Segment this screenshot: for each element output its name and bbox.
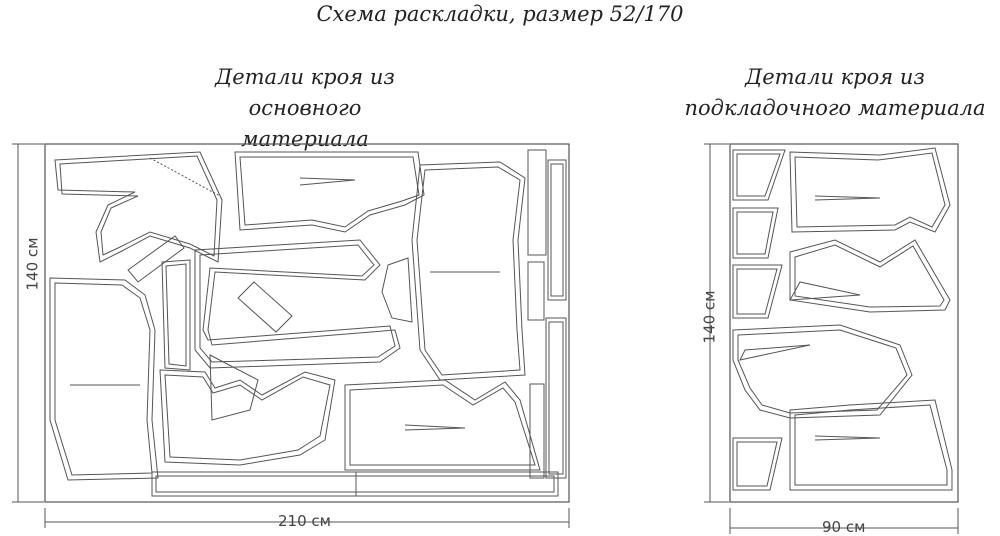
lining-front-1 bbox=[789, 239, 951, 313]
lining-fabric-label-text: Детали кроя из подкладочного материала bbox=[684, 65, 986, 120]
piece-front-left bbox=[49, 277, 159, 481]
piece-front-right bbox=[411, 161, 526, 381]
lining-width-label: 90 см bbox=[822, 518, 866, 536]
main-pattern-pieces bbox=[49, 149, 567, 497]
piece-bottom-center bbox=[344, 379, 541, 471]
piece-center-round bbox=[381, 257, 413, 323]
piece-strip-right-4 bbox=[545, 317, 567, 479]
lining-piece-1 bbox=[732, 149, 786, 201]
piece-strip-right-1 bbox=[527, 149, 547, 256]
main-fabric-label: Детали кроя из основного материала bbox=[140, 62, 470, 155]
piece-facing bbox=[209, 354, 259, 421]
piece-strip-bottom bbox=[151, 471, 559, 497]
main-fabric-sheet bbox=[44, 143, 570, 503]
lining-piece-4 bbox=[732, 437, 783, 491]
piece-strip-right-5 bbox=[529, 383, 545, 479]
main-height-label: 140 см bbox=[23, 237, 42, 291]
lining-height-label: 140 см bbox=[700, 290, 719, 344]
lining-piece-2 bbox=[732, 207, 779, 259]
layout-title: Схема раскладки, размер 52/170 bbox=[316, 2, 684, 26]
main-width-label: 210 см bbox=[278, 512, 331, 530]
piece-pocket-small bbox=[237, 281, 293, 333]
lining-pattern-pieces bbox=[732, 147, 953, 491]
lining-fabric-label: Детали кроя из подкладочного материала bbox=[670, 62, 1000, 124]
piece-back-upper bbox=[54, 151, 223, 263]
piece-strip-diagonal bbox=[127, 235, 185, 283]
piece-strip-left bbox=[161, 259, 191, 371]
piece-sleeve-top bbox=[234, 151, 425, 233]
piece-strip-right-2 bbox=[547, 159, 567, 301]
main-fabric-label-text: Детали кроя из основного материала bbox=[215, 65, 395, 151]
lining-fabric-sheet bbox=[729, 143, 959, 503]
lining-front-2 bbox=[732, 324, 913, 419]
piece-strip-right-3 bbox=[527, 261, 545, 321]
lining-piece-3 bbox=[732, 264, 783, 319]
piece-sleeve-bottom bbox=[159, 369, 336, 466]
lining-back bbox=[789, 147, 951, 233]
lining-sleeve bbox=[789, 399, 953, 491]
